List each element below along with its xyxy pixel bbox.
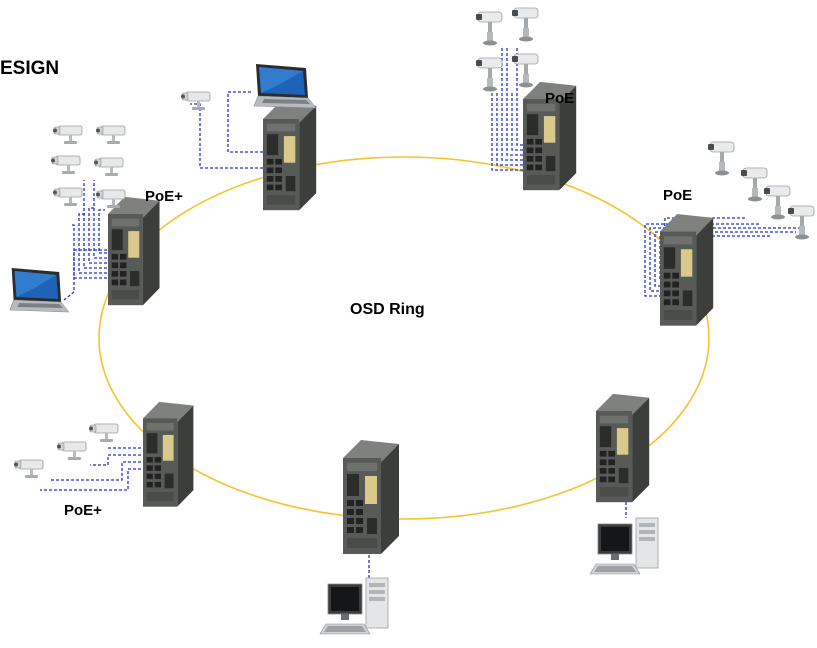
switch-bottom [343, 440, 399, 554]
poe-plus-label: PoE+ [145, 188, 183, 205]
switch-bottom-right [596, 393, 650, 503]
poe-label: PoE [663, 187, 693, 204]
camera-icon [475, 11, 503, 46]
switch-top-left [263, 101, 317, 211]
camera-icon [740, 167, 768, 202]
osd-ring [98, 156, 710, 520]
camera-icon [763, 185, 791, 220]
desktop-icon [589, 517, 659, 575]
camera-icon [52, 187, 83, 207]
camera-icon [95, 125, 126, 145]
ring-label: OSD Ring [350, 301, 425, 318]
camera-icon [475, 57, 503, 92]
camera-icon [88, 423, 119, 443]
camera-icon [707, 141, 735, 176]
camera-icon [52, 125, 83, 145]
laptop-icon [253, 63, 317, 109]
camera-icon [787, 205, 815, 240]
desktop-icon [319, 577, 389, 635]
poe-label: PoE [545, 90, 575, 107]
camera-icon [13, 459, 44, 479]
switch-left-lower [143, 401, 194, 507]
cables [40, 46, 800, 578]
camera-icon [50, 155, 81, 175]
camera-icon [180, 91, 211, 111]
diagram-title: ESIGN [0, 58, 60, 79]
camera-icon [56, 441, 87, 461]
camera-icon [511, 7, 539, 42]
switch-right [660, 213, 714, 326]
laptop-icon [9, 267, 70, 313]
poe-plus-label: PoE+ [64, 502, 102, 519]
switch-left-upper [108, 196, 160, 306]
camera-icon [511, 53, 539, 88]
camera-icon [93, 157, 124, 177]
